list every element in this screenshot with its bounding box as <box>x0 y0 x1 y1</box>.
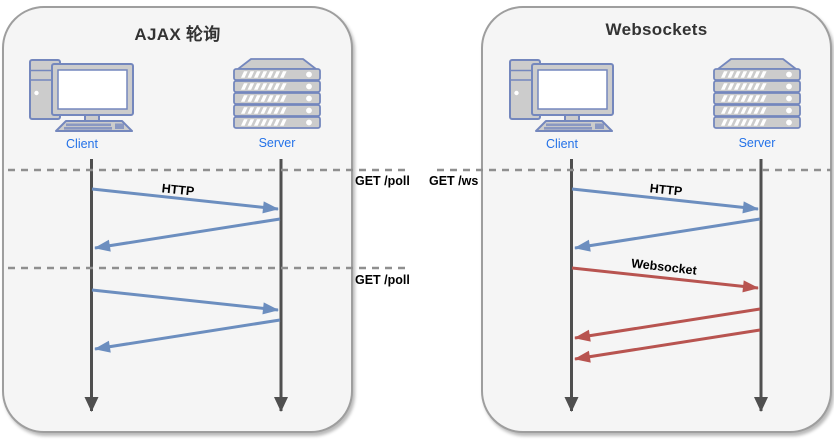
ws-http-request-arrow <box>571 187 759 214</box>
websocket-push-arrow-2 <box>574 328 761 363</box>
client-computer-icon <box>29 59 134 132</box>
ajax-http-response-arrow-2 <box>94 318 281 353</box>
ajax-http-response-arrow-1 <box>94 217 281 252</box>
ws-http-response-arrow <box>574 217 761 252</box>
get-poll-label-1: GET /poll <box>355 174 410 188</box>
websockets-panel-title: Websockets <box>605 20 708 39</box>
client-label: Client <box>66 137 98 151</box>
get-ws-label: GET /ws <box>429 174 479 188</box>
server-rack-icon <box>711 57 803 130</box>
websocket-open-arrow <box>571 266 759 293</box>
ajax-http-request-arrow-1 <box>91 187 279 214</box>
get-poll-label-2: GET /poll <box>355 273 410 287</box>
client-label: Client <box>546 137 578 151</box>
websocket-push-arrow-1 <box>574 307 761 342</box>
server-label: Server <box>738 136 776 150</box>
ajax-http-request-arrow-2 <box>91 288 279 315</box>
server-rack-icon <box>231 57 323 130</box>
server-label: Server <box>258 136 296 150</box>
client-computer-icon <box>509 59 614 132</box>
ajax-panel-title: AJAX 轮询 <box>134 25 221 44</box>
